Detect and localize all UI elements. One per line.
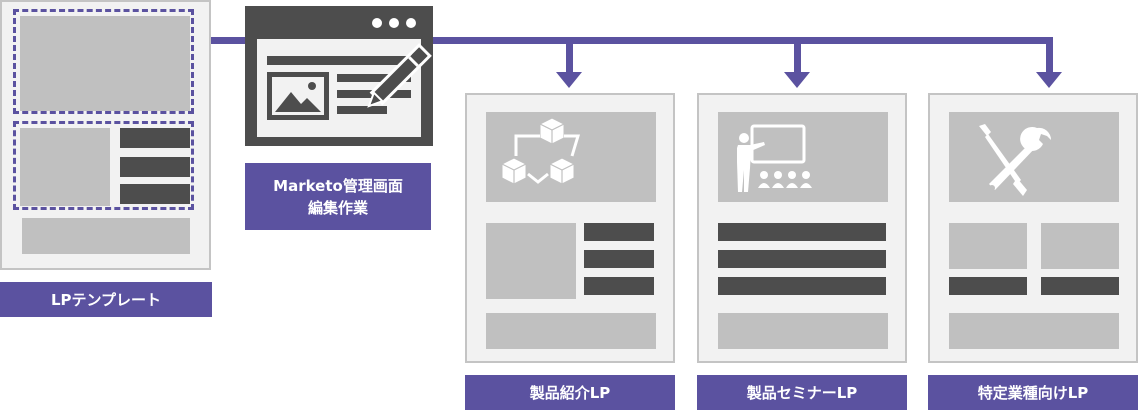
page-footer-block <box>486 313 656 349</box>
template-text-line <box>120 184 190 204</box>
template-card <box>0 0 211 270</box>
browser-edit-icon <box>245 6 433 146</box>
page-label-product-intro: 製品紹介LP <box>465 375 675 410</box>
template-editable-region-top <box>13 9 194 114</box>
page-label-text: 製品セミナーLP <box>746 383 858 402</box>
seminar-presenter-icon <box>737 124 812 192</box>
connector-drop-2 <box>794 40 801 74</box>
page-footer-block <box>718 313 888 349</box>
page-card-product-seminar <box>697 93 907 363</box>
template-text-line <box>120 157 190 177</box>
tools-wrench-screwdriver-icon <box>979 124 1052 196</box>
page-text-line <box>584 250 654 268</box>
template-hero-block <box>20 16 190 111</box>
page-hero-block <box>486 112 656 202</box>
page-hero-block <box>718 112 888 202</box>
connector-drop-1 <box>566 40 573 74</box>
arrowhead-1 <box>556 72 582 88</box>
blocks-network-icon <box>501 117 581 185</box>
editor-label-line1: Marketo管理画面 <box>273 176 403 195</box>
connector-drop-3 <box>1046 40 1053 74</box>
template-editable-region-bottom <box>13 121 194 210</box>
editor-label: Marketo管理画面 編集作業 <box>245 163 431 230</box>
page-image-block <box>949 223 1027 269</box>
editor-window-icon <box>245 6 465 156</box>
arrowhead-2 <box>784 72 810 88</box>
template-image-block <box>20 128 110 206</box>
page-text-line <box>718 223 886 241</box>
page-text-line <box>949 277 1027 295</box>
template-text-line <box>120 128 190 148</box>
template-label: LPテンプレート <box>0 282 212 317</box>
page-text-line <box>718 250 886 268</box>
page-text-line <box>1041 277 1119 295</box>
connector-main-line <box>210 37 1053 44</box>
page-label-product-seminar: 製品セミナーLP <box>697 375 907 410</box>
page-label-text: 製品紹介LP <box>529 383 611 402</box>
editor-label-line2: 編集作業 <box>307 198 368 217</box>
page-image-block <box>486 223 576 299</box>
template-label-text: LPテンプレート <box>50 290 162 309</box>
page-label-industry-specific: 特定業種向けLP <box>928 375 1138 410</box>
template-footer-block <box>22 218 190 254</box>
page-footer-block <box>949 313 1119 349</box>
arrowhead-3 <box>1036 72 1062 88</box>
page-hero-block <box>949 112 1119 202</box>
page-image-block <box>1041 223 1119 269</box>
page-card-industry-specific <box>928 93 1138 363</box>
page-text-line <box>584 223 654 241</box>
page-text-line <box>718 277 886 295</box>
page-label-text: 特定業種向けLP <box>977 383 1089 402</box>
page-text-line <box>584 277 654 295</box>
page-card-product-intro <box>465 93 675 363</box>
